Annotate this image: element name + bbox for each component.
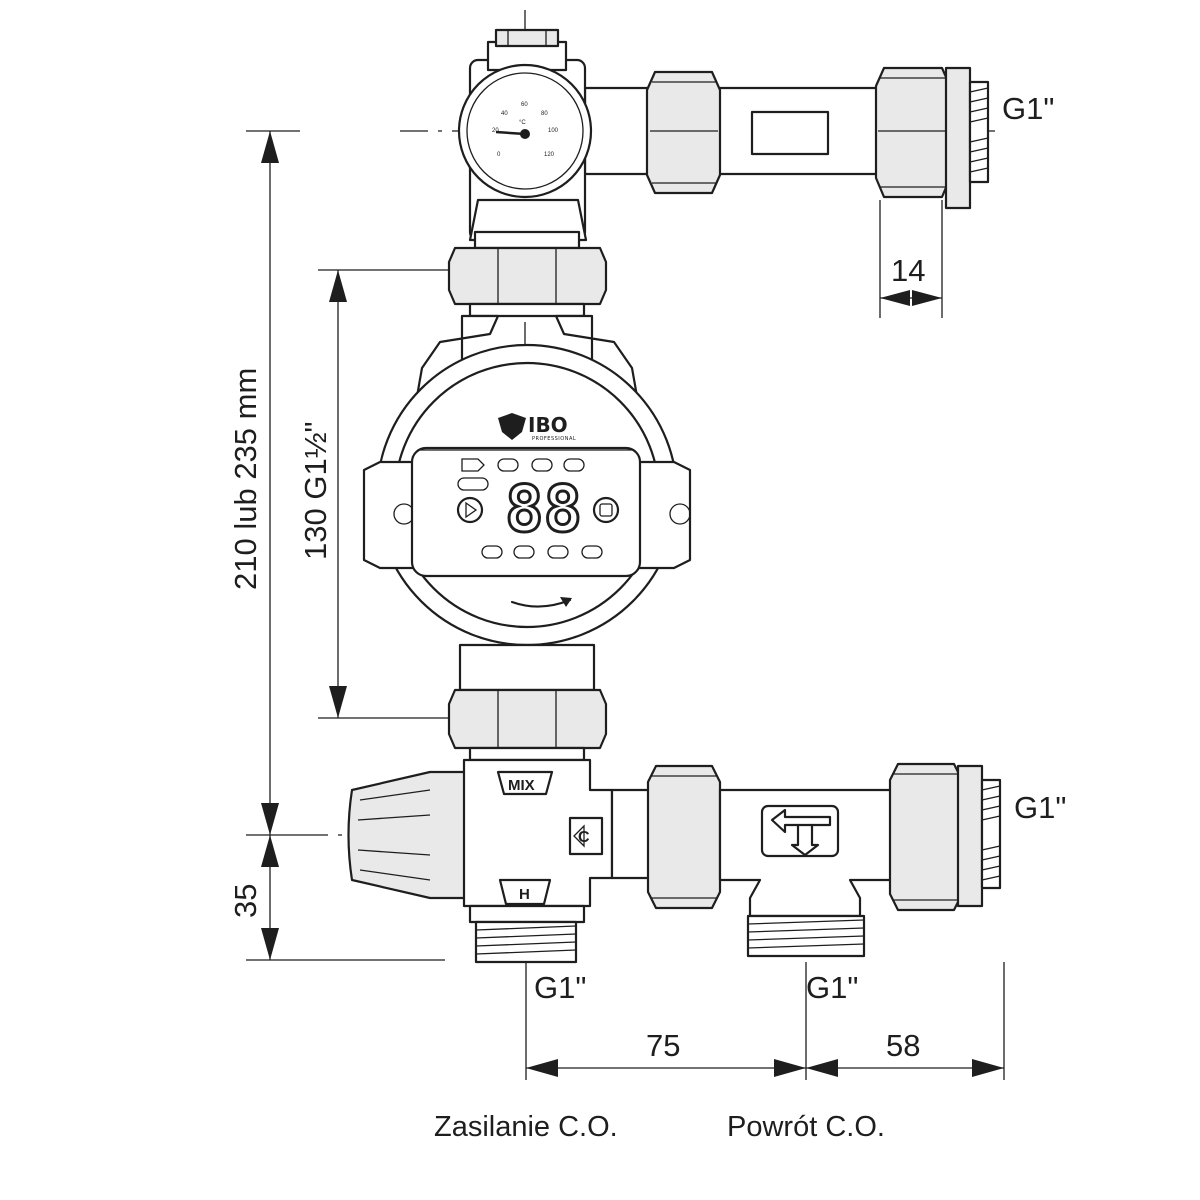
dim-return-end: 58 <box>886 1028 920 1063</box>
circulation-pump: IBO PROFESSIONAL 88 <box>362 314 692 692</box>
upper-union <box>447 230 608 318</box>
svg-text:H: H <box>519 886 530 903</box>
dimension-lines <box>246 130 1005 1080</box>
scale-100: 100 <box>548 128 559 134</box>
label-supply: Zasilanie C.O. <box>434 1111 618 1143</box>
thermometer-dial: 0 20 40 60 80 100 120 °C <box>457 63 593 199</box>
pump-display: 88 <box>505 473 582 547</box>
stop-button <box>592 496 620 524</box>
scale-80: 80 <box>541 111 548 117</box>
mixing-valve: MIX H C <box>347 758 614 964</box>
stop-icon <box>599 503 613 517</box>
scale-0: 0 <box>497 152 501 158</box>
play-icon <box>465 501 478 519</box>
thermometer-unit: °C <box>519 120 526 126</box>
flow-direction-icon <box>770 808 832 834</box>
play-button <box>456 496 484 524</box>
scale-40: 40 <box>501 111 508 117</box>
thread-top-outlet: G1" <box>1002 91 1054 126</box>
dim-total-height: 210 lub 235 mm <box>228 368 263 590</box>
mix-label: MIX <box>508 777 535 794</box>
dim-supply-return: 75 <box>646 1028 680 1063</box>
thread-supply-port: G1" <box>534 970 586 1005</box>
dim-pump-length: 130 G1½" <box>298 421 333 560</box>
label-return: Powrót C.O. <box>727 1111 885 1143</box>
scale-60: 60 <box>521 102 528 108</box>
mixing-knob <box>347 770 472 900</box>
brand-sub: PROFESSIONAL <box>532 436 576 442</box>
brand-logo: IBO <box>528 413 568 437</box>
top-return-pipe <box>583 66 990 210</box>
thread-bottom-outlet: G1" <box>1014 790 1066 825</box>
scale-20: 20 <box>492 128 499 134</box>
bottom-supply-pipe <box>610 762 1002 958</box>
dim-bottom-offset: 35 <box>228 884 263 918</box>
ibo-logo-icon <box>498 413 526 440</box>
thread-return-port: G1" <box>806 970 858 1005</box>
scale-120: 120 <box>544 152 555 158</box>
dim-nut-width: 14 <box>891 253 925 288</box>
lower-union <box>447 688 608 762</box>
